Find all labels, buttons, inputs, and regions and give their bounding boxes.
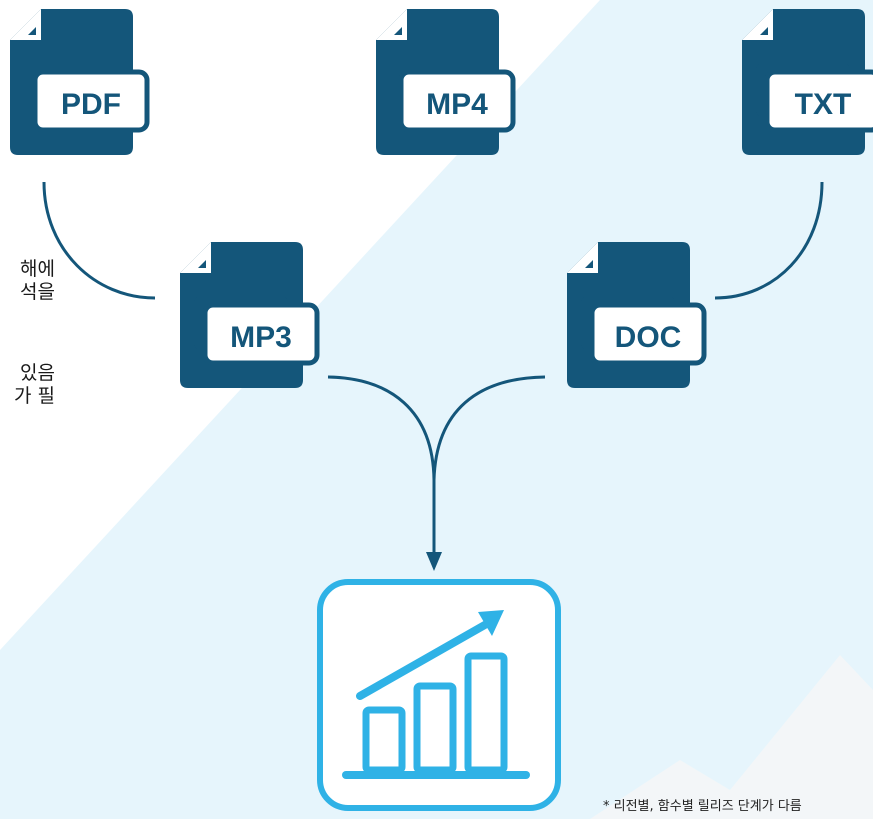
side-text-line-2: 석을 [20,281,55,303]
file-mp4-icon [376,9,516,155]
file-pdf-label: PDF [61,88,121,121]
file-doc-icon [567,242,707,388]
file-pdf-icon [10,9,150,155]
connector-mp3-to-merge [327,375,436,481]
side-text-line-1: 해에 [20,258,55,280]
file-txt-label: TXT [795,88,852,121]
side-text-line-4: 가 필 [14,385,55,407]
file-mp3-label: MP3 [230,321,292,354]
connector-txt-to-doc [714,181,824,300]
file-txt-icon [742,9,873,155]
side-description-top: 해에 석을 [0,258,55,304]
connector-doc-to-merge [432,375,546,481]
side-description-bottom: 있음 가 필 [0,362,55,408]
file-mp4-label: MP4 [426,88,488,121]
file-doc-label: DOC [615,321,682,354]
bar-chart-trend-icon [317,579,561,811]
side-text-line-3: 있음 [20,362,55,384]
background-mountain [590,655,873,819]
file-mp3-icon [180,242,320,388]
footnote: * 리전별, 함수별 릴리즈 단계가 다름 [603,799,802,814]
connector-pdf-to-mp3 [42,181,156,300]
arrow-head-icon [426,552,442,571]
